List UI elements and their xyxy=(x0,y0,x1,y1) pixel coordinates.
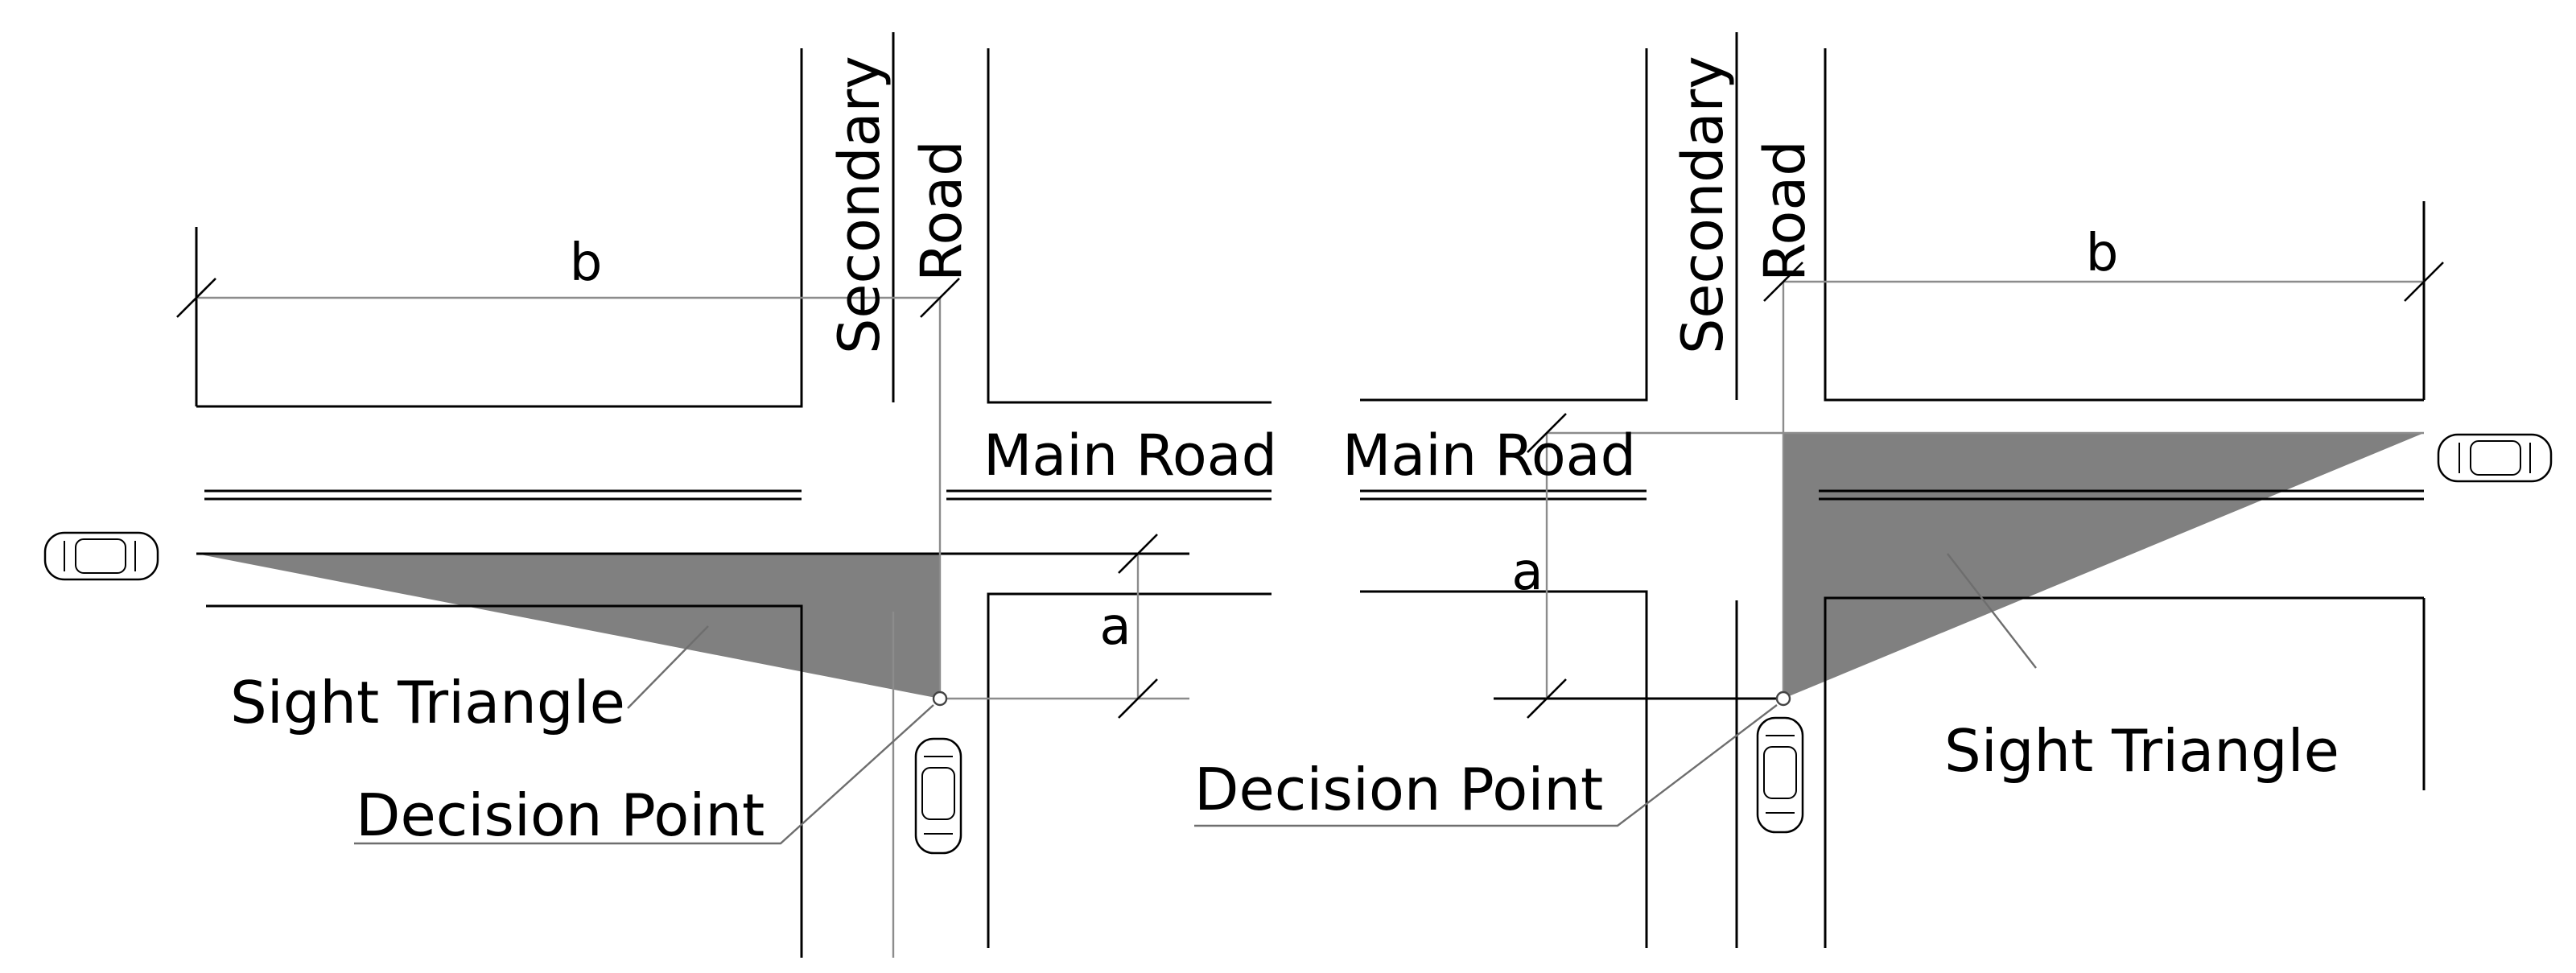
left-main-road-car-icon xyxy=(43,531,159,581)
right-panel: b a Main Road Sight Triangle Decision Po… xyxy=(1194,32,2553,948)
left-sight-triangle xyxy=(196,554,940,699)
right-sight-triangle-label: Sight Triangle xyxy=(1944,717,2339,785)
right-leader-lines xyxy=(1194,553,2037,827)
right-dimension-b-label: b xyxy=(2086,224,2119,283)
left-sight-triangle-label: Sight Triangle xyxy=(230,669,625,736)
left-secondary-road-car-icon xyxy=(914,737,962,855)
left-leader-lines xyxy=(354,625,934,845)
right-secondary-road-label: Secondary xyxy=(1670,56,1736,354)
left-dimension-lines xyxy=(176,278,1189,958)
right-dimension-a-label: a xyxy=(1511,542,1543,602)
left-main-road-label: Main Road xyxy=(983,423,1277,489)
left-dimension-a-label: a xyxy=(1099,597,1131,657)
left-decision-point-label: Decision Point xyxy=(356,781,765,849)
right-secondary-road-car-icon xyxy=(1756,716,1804,834)
left-road-edges xyxy=(195,32,1272,958)
right-main-road-label: Main Road xyxy=(1342,423,1636,489)
left-dimension-b-label: b xyxy=(570,233,603,293)
left-panel: b a Main Road Sight Triangle Decision Po… xyxy=(43,32,1277,958)
right-road-edges xyxy=(1360,32,2426,948)
right-decision-point-label: Decision Point xyxy=(1194,756,1603,823)
left-secondary-road-label: Secondary xyxy=(826,56,892,354)
right-dimension-lines xyxy=(1527,262,2444,719)
right-main-road-car-icon xyxy=(2437,433,2553,483)
right-sight-triangle xyxy=(1783,433,2424,699)
left-decision-point-marker xyxy=(932,691,948,707)
right-decision-point-marker xyxy=(1775,691,1791,707)
right-road-label: Road xyxy=(1752,140,1818,282)
left-road-label: Road xyxy=(909,140,975,282)
